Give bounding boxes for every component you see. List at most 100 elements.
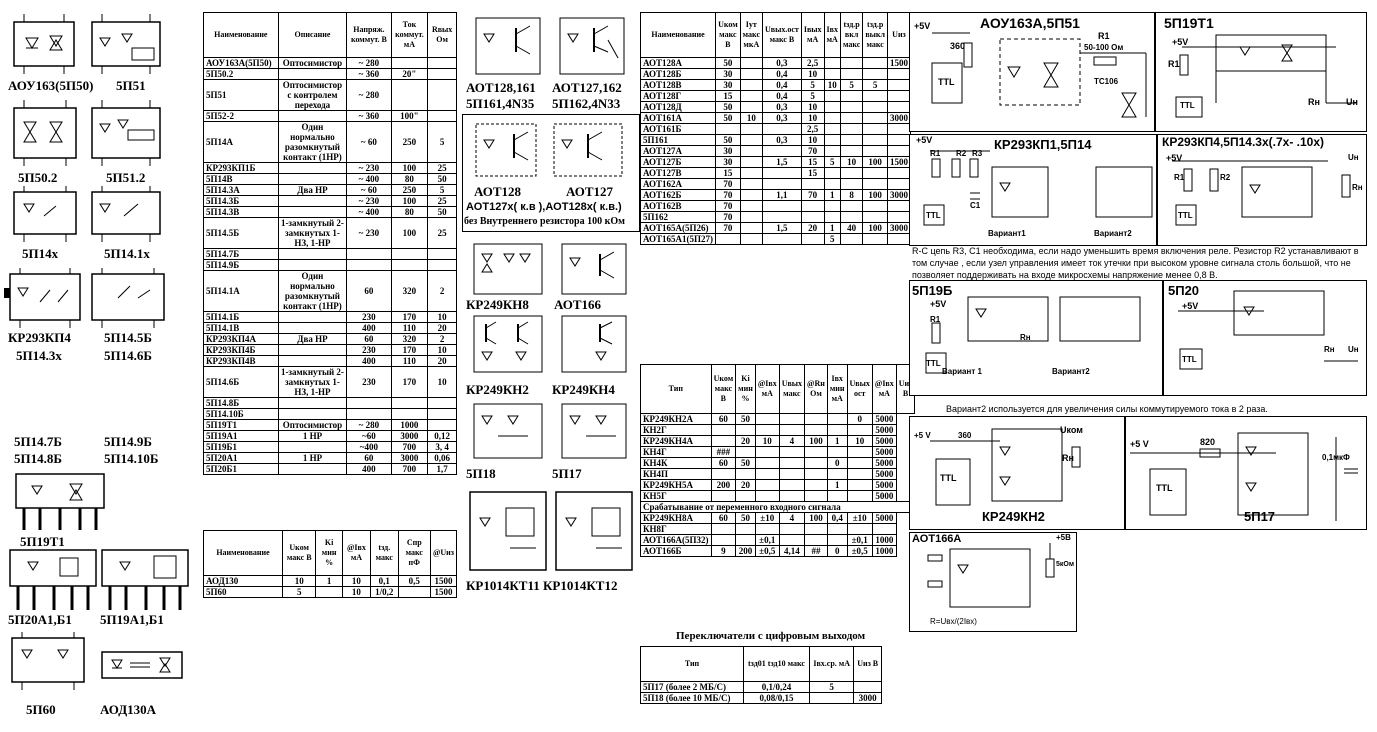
p17-820: 820 [1200,437,1216,447]
table4-cell: 60 [710,512,737,524]
label-5p146b: 5П14.6Б [104,348,152,363]
table3-cell [839,211,864,223]
table3-cell [839,90,864,102]
table1-cell: 170 [390,344,429,356]
table3-cell: 5П162 [639,211,717,223]
table1-cell: 1-замкнутый 2-замкнутых 1-НЗ, 1-НР [277,217,348,249]
table1-cell [427,408,457,420]
table-digital: Тип tзд01 tзд10 макс Iвх.ср. мА Uиз В 5П… [640,646,882,704]
table3-cell [739,189,764,201]
label-5p51: 5П51 [116,78,146,93]
table1-cell: ~ 230 [346,195,392,207]
table4-cell [710,534,737,546]
table4-cell: 4,14 [778,545,806,557]
table1-cell: 60 [346,452,392,464]
package-5p14x [10,186,80,242]
kr293kp4-title: КР293КП4,5П14.3х(.7х- .10х) [1162,135,1324,149]
table1-cell: 60 [346,333,392,345]
table3-cell: 5П161 [639,134,717,146]
table2-header: Uком макс В [281,530,317,576]
table1-cell: 400 [346,463,392,475]
table4-cell: ## [804,545,828,557]
table4-cell [754,490,780,502]
table4-cell [754,424,780,436]
table4-cell [826,446,848,458]
table3-cell [839,178,864,190]
table1-cell: 100 [390,162,429,174]
table1-cell: 60 [346,270,392,312]
table1-cell [390,248,429,260]
kr293kp1-r2: R2 [956,149,967,158]
table4-cell [846,490,873,502]
table3-cell: АОТ162В [639,200,717,212]
table3-cell: 70 [715,222,741,234]
table4-cell [754,446,780,458]
label-aot128-161: АОТ128,161 [466,80,536,95]
table3-cell [839,123,864,135]
label-5p143x: 5П14.3х [16,348,62,363]
table1-cell [346,408,392,420]
table3-cell: 15 [715,90,741,102]
table1-cell: ~ 230 [346,162,392,174]
table3-cell [739,134,764,146]
table4-cell [804,468,828,480]
table4-cell: КН4К [640,457,712,469]
table3-cell: АОТ128Д [639,101,717,113]
table4-cell [846,468,873,480]
table4-cell: 5000 [871,435,897,447]
table5-cell [853,681,882,693]
p20-5v: +5V [1182,301,1199,311]
label-aot127: АОТ127 [566,184,614,199]
table4-cell [826,534,848,546]
table3-cell: 15 [715,167,741,179]
table2-header: @Iвх мА [341,530,372,576]
table3-cell: 1 [823,222,841,234]
table3-cell [886,167,911,179]
label-kr249kn2: КР249КН2 [466,382,529,397]
table4-cell: 200 [735,545,756,557]
table4-cell [804,457,828,469]
table4-cell: 1000 [871,545,897,557]
table4-cell [804,523,828,535]
table5-cell [808,692,855,704]
table1-cell: 5П14.1Б [203,311,279,323]
p20-title: 5П20 [1168,283,1200,298]
kr293kp4-un: Uн [1348,153,1359,162]
table3-cell: 3000 [886,222,911,234]
table3-cell: 10 [800,68,825,80]
table4-cell [778,457,806,469]
table3-cell [739,68,764,80]
table1-cell: Один нормально разомкнутый контакт (1НР) [277,121,348,163]
table3-cell [739,211,764,223]
table2-cell: 1 [315,575,343,587]
table1-cell: ~ 280 [346,79,392,111]
table3-cell [839,112,864,124]
table1-cell [277,311,348,323]
table3-cell [762,211,802,223]
p17-c: 0,1мкФ [1322,453,1350,462]
table3-cell [739,90,764,102]
table3-cell: 40 [839,222,864,234]
table1-cell [427,68,457,80]
table4-cell [804,413,828,425]
kr293kp1-5v: +5V [916,135,933,145]
aou163-r1: R1 [1098,31,1110,41]
table1-cell [277,355,348,367]
table5-cell: 5 [808,681,855,693]
table4-cell: 1000 [871,534,897,546]
table4-cell [826,424,848,436]
table3-cell [886,200,911,212]
p19t1-rn: Rн [1308,97,1320,107]
table1-cell [346,397,392,409]
table3-cell: АОТ127В [639,167,717,179]
label-aod130: АОД130А [100,702,157,717]
table1-cell: 1 НР [277,430,348,442]
